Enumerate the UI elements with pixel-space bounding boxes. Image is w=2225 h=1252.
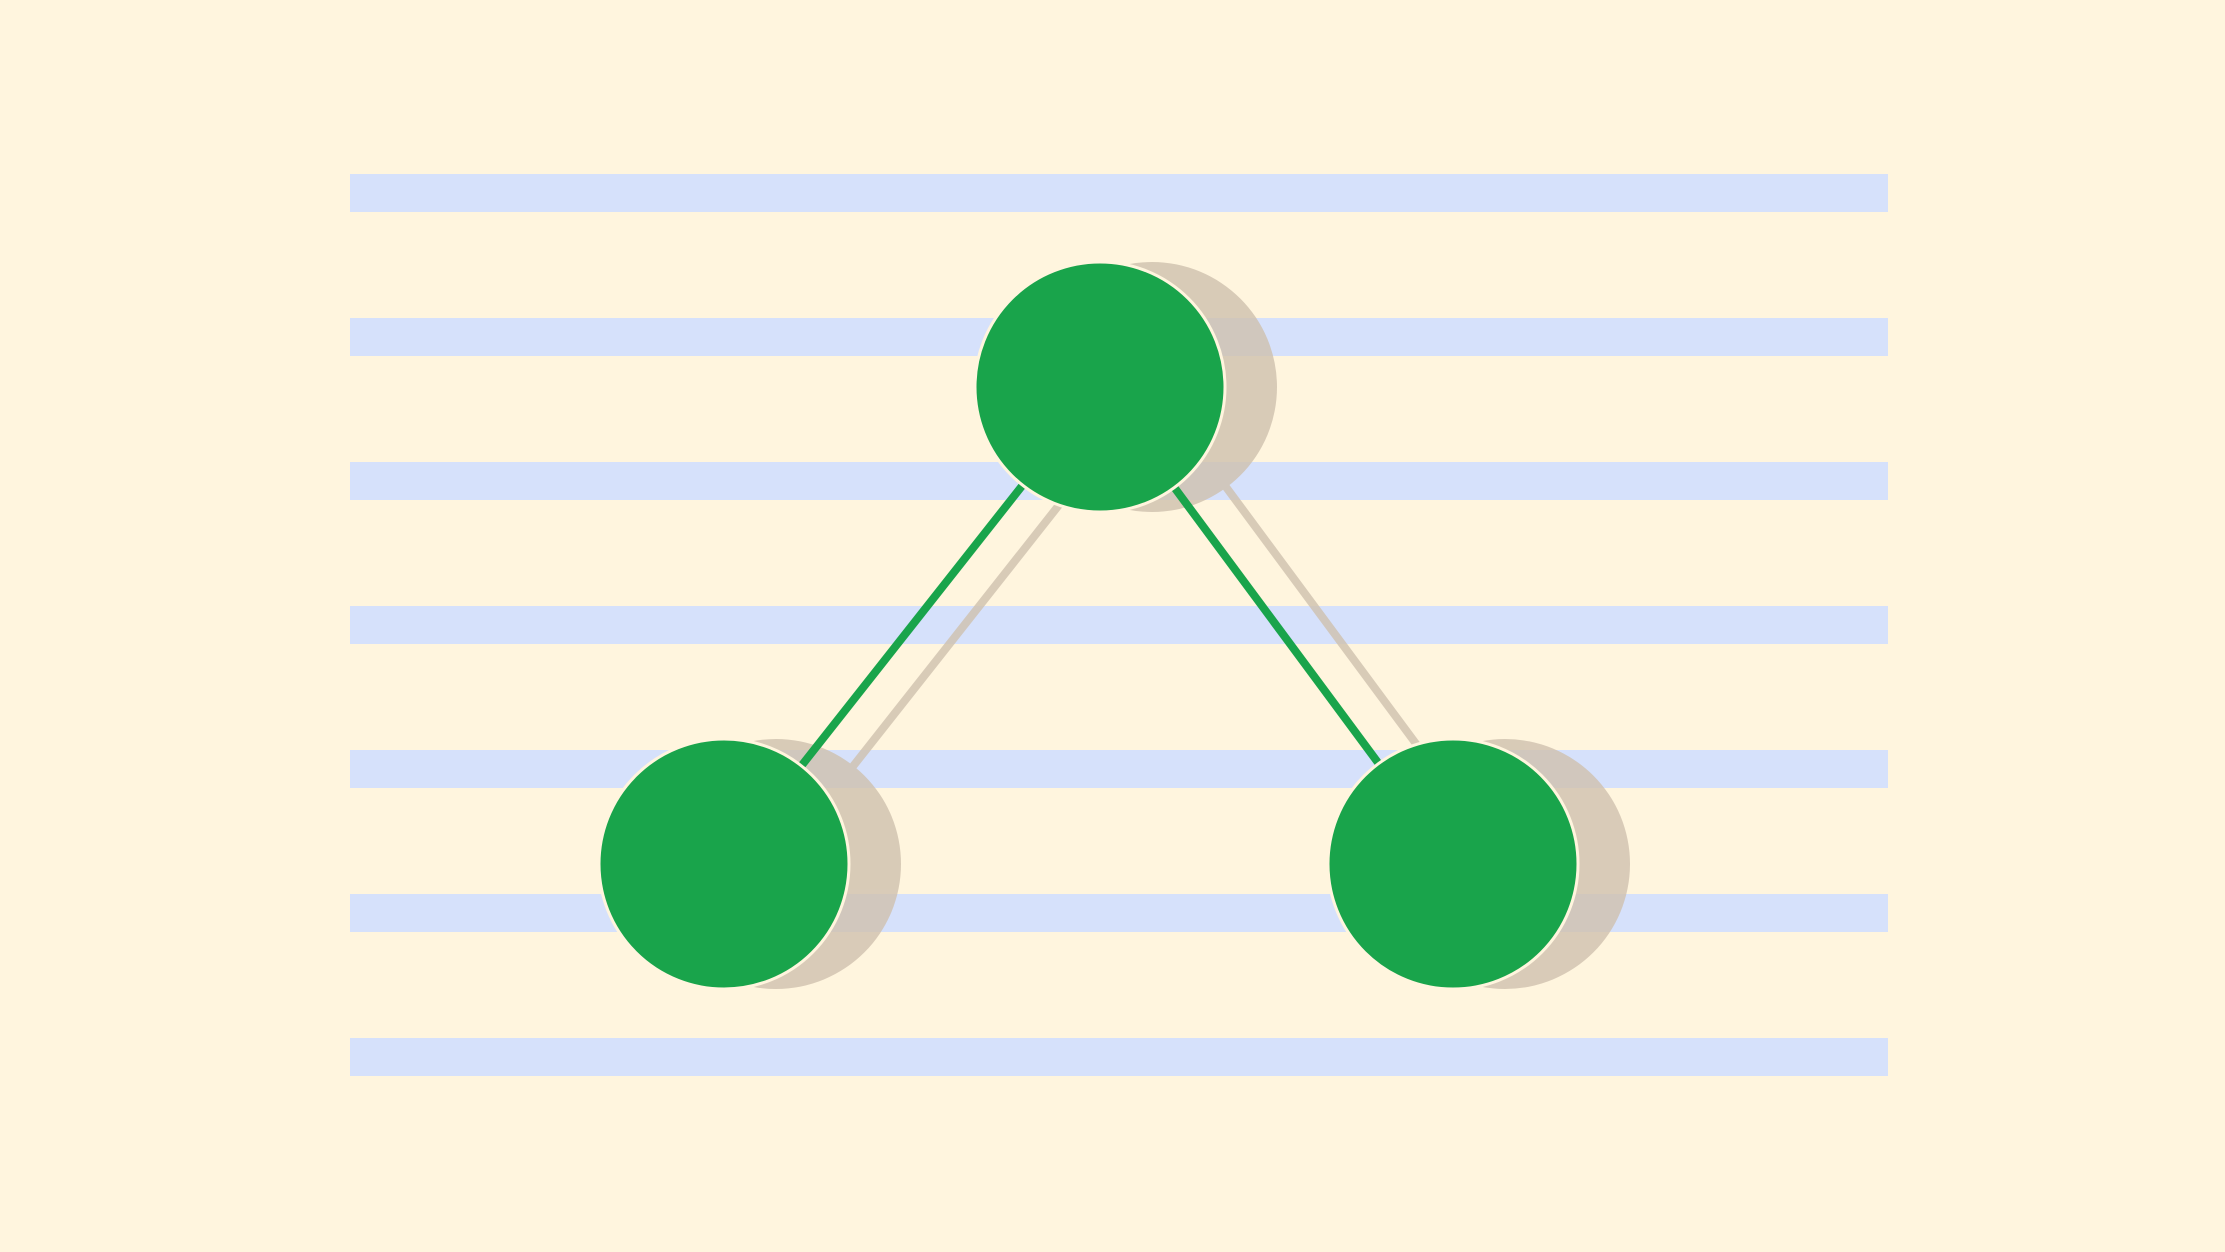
node-bottom-right (1326, 737, 1580, 991)
background-stripe (350, 1038, 1888, 1076)
node-layer (597, 260, 1580, 991)
node-top (973, 260, 1227, 514)
background-stripe (350, 750, 1888, 788)
background-stripe (350, 174, 1888, 212)
node-bottom-left (597, 737, 851, 991)
background-stripe (350, 606, 1888, 644)
background-stripe (350, 894, 1888, 932)
